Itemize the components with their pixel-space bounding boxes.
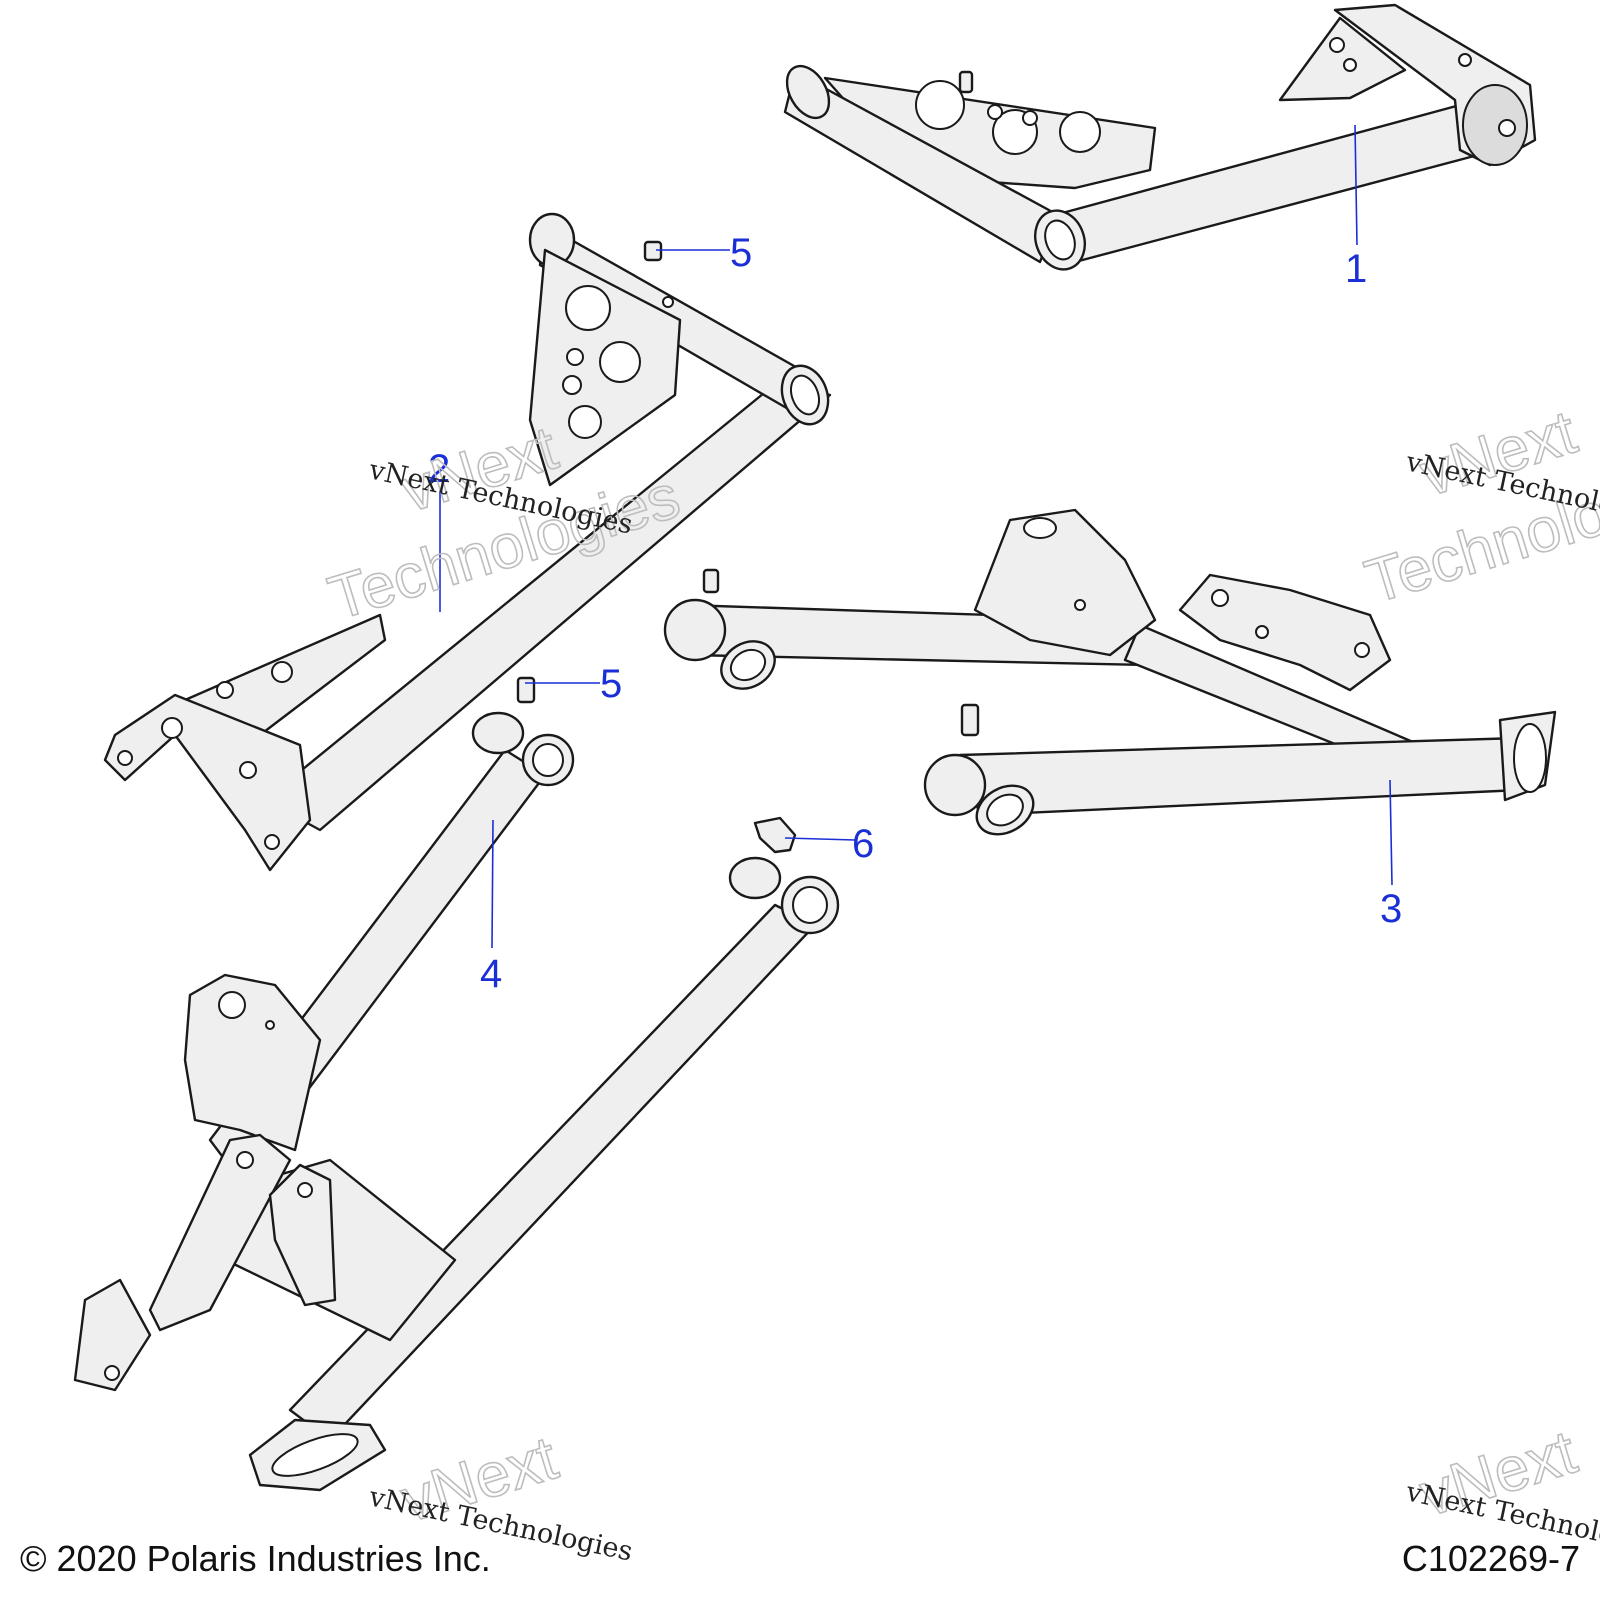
leader-1 [1354,124,1358,246]
grease-fitting-elbow [753,816,797,854]
part-3-a-arm [663,508,1557,836]
leader-4 [491,819,494,949]
grease-fitting-middle [516,676,536,704]
part-2-a-arm [103,212,832,872]
leader-3 [1389,779,1393,886]
callout-4: 4 [480,952,502,996]
watermark-top-right: vNext Technologies vNext Technologies [1357,397,1600,618]
callout-3: 3 [1380,887,1402,931]
callout-6: 6 [852,822,874,866]
watermark-top-left: vNext Technologies vNext Technologies [320,413,688,635]
part-4-a-arm [73,711,840,1492]
diagram-id: C102269-7 [1401,1538,1580,1579]
grease-fitting-upper [643,240,663,262]
leader-6 [784,837,856,841]
callout-2: 2 [428,447,450,491]
callout-1: 1 [1345,247,1367,291]
copyright-notice: © 2020 Polaris Industries Inc. [20,1538,491,1579]
callout-5a: 5 [730,231,752,275]
callout-5b: 5 [600,662,622,706]
part-1-upper-arm [783,3,1537,271]
